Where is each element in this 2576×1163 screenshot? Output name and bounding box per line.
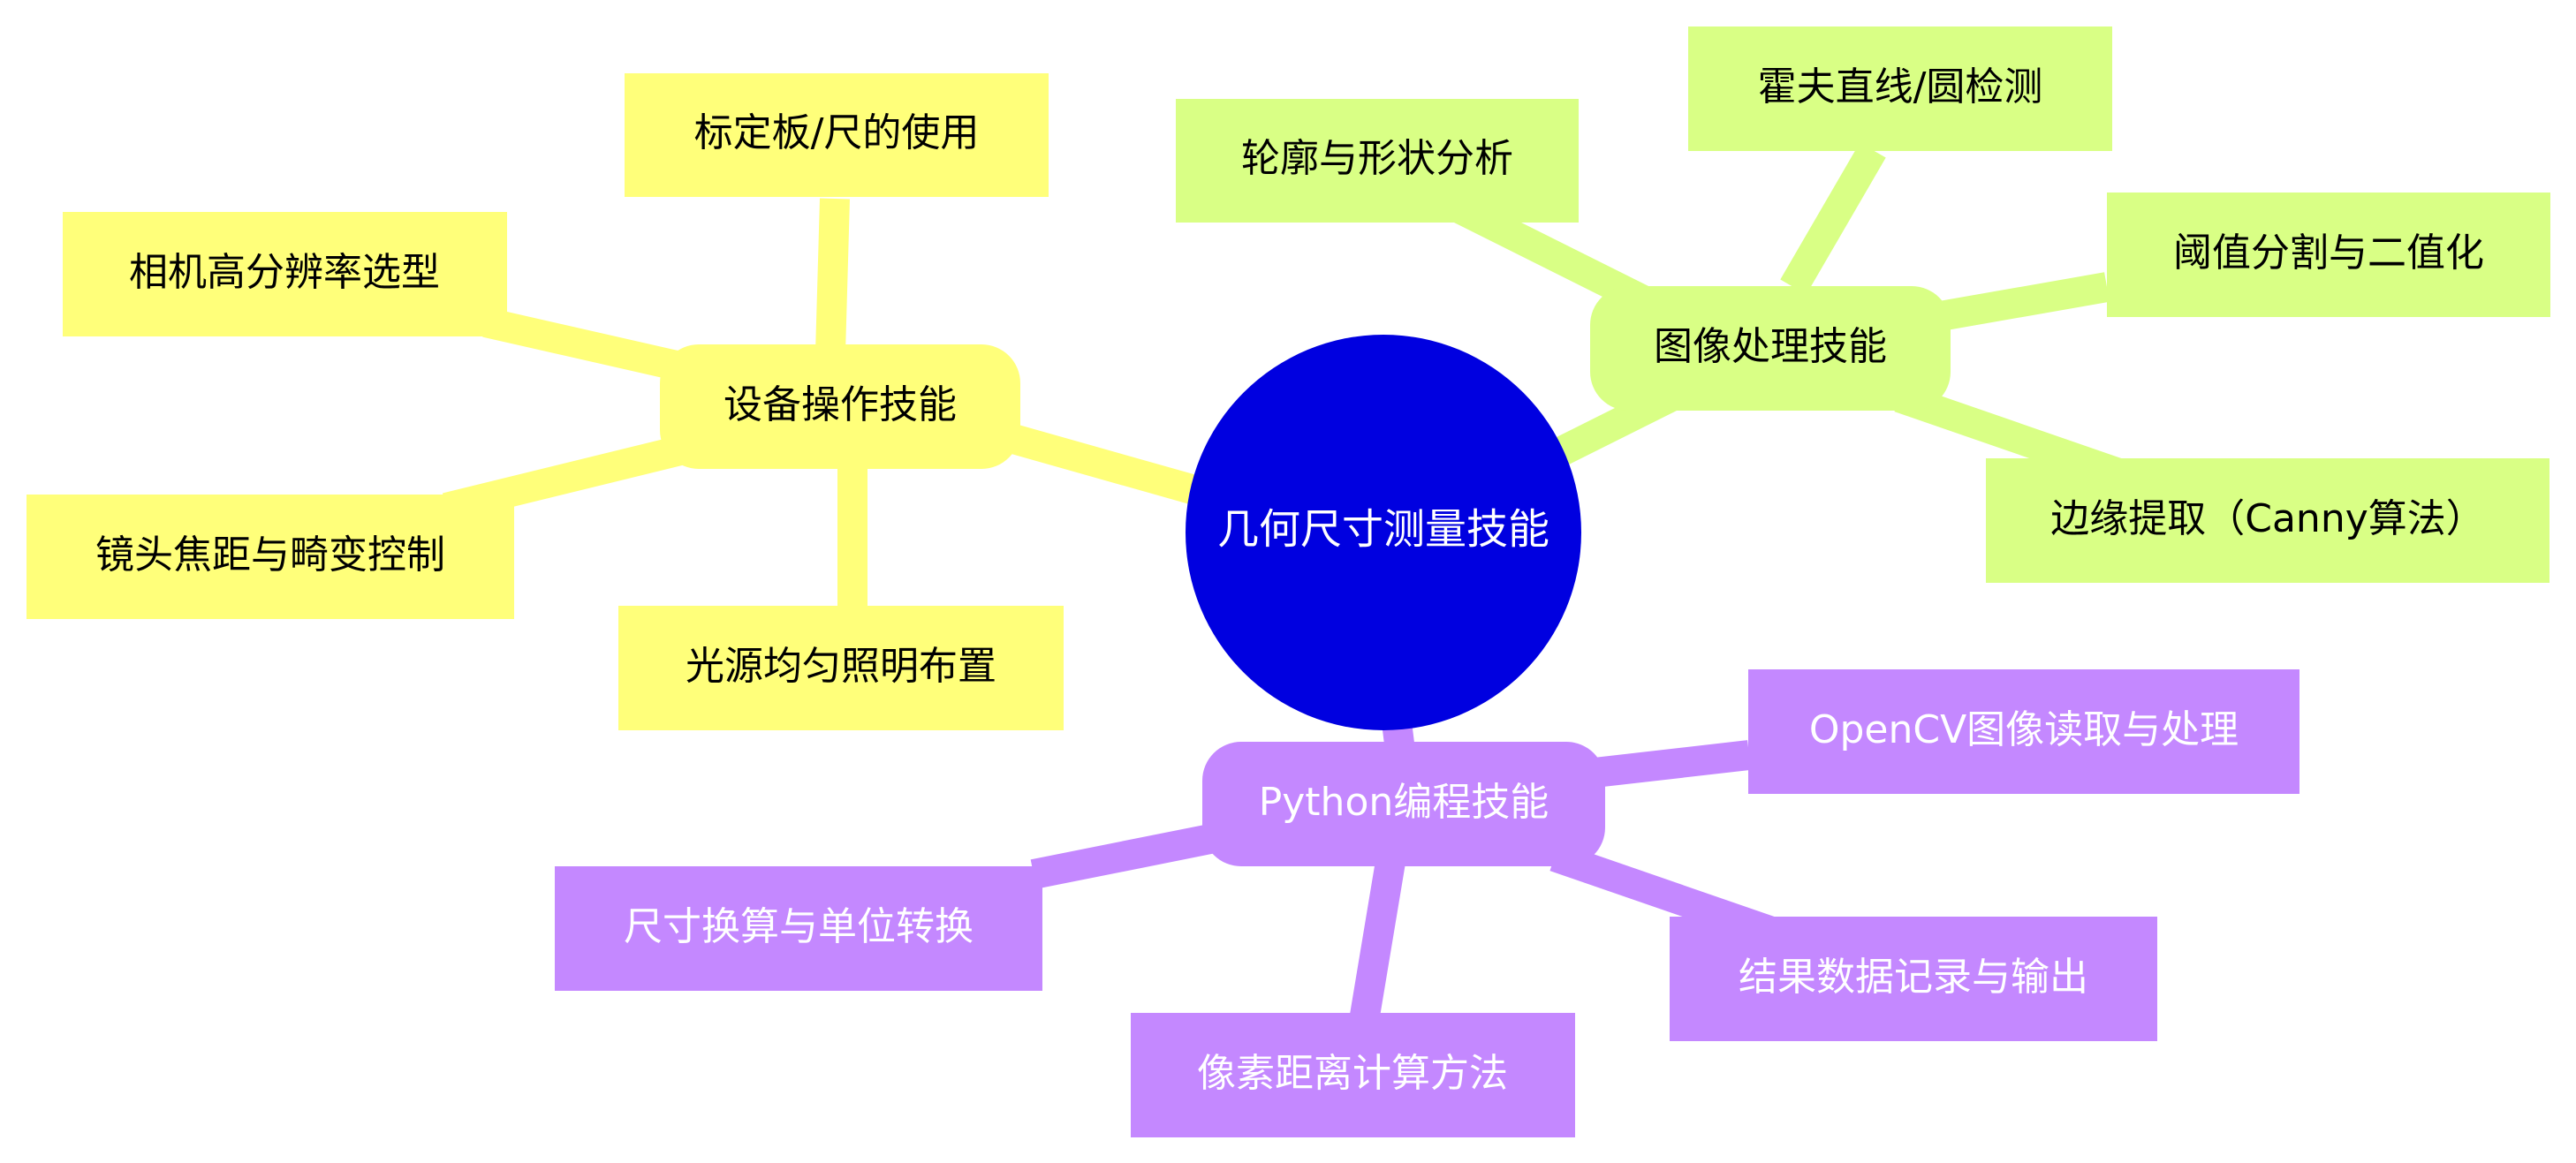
leaf-node-label: 尺寸换算与单位转换 bbox=[624, 904, 974, 949]
connector-image-leaf-3 bbox=[1928, 272, 2110, 333]
leaf-node-box bbox=[1688, 26, 2112, 151]
leaf-node-label: 相机高分辨率选型 bbox=[129, 250, 440, 295]
leaf-node-box bbox=[1986, 458, 2549, 583]
connector-equipment-leaf-2 bbox=[482, 307, 684, 381]
leaf-node: OpenCV图像读取与处理 bbox=[1748, 669, 2299, 794]
leaf-node-box bbox=[63, 212, 507, 336]
leaf-node-label: 像素距离计算方法 bbox=[1197, 1051, 1508, 1096]
leaf-node: 轮廓与形状分析 bbox=[1176, 99, 1579, 223]
branch-node-label: Python编程技能 bbox=[1259, 780, 1549, 825]
leaf-node-label: 镜头焦距与畸变控制 bbox=[95, 532, 445, 578]
leaf-node-label: 标定板/尺的使用 bbox=[694, 110, 980, 155]
leaf-node-box bbox=[1748, 669, 2299, 794]
branch-node-box bbox=[660, 344, 1020, 469]
leaf-node-box bbox=[27, 495, 514, 619]
leaf-node-label: 光源均匀照明布置 bbox=[686, 644, 996, 689]
leaf-node-label: 边缘提取（Canny算法） bbox=[2050, 496, 2485, 541]
leaf-nodes: 标定板/尺的使用 相机高分辨率选型 镜头焦距与畸变控制 光源均匀照明布置 轮廓与… bbox=[27, 26, 2550, 1137]
connector-equipment-center bbox=[992, 422, 1225, 510]
leaf-node: 结果数据记录与输出 bbox=[1670, 917, 2157, 1041]
leaf-node: 相机高分辨率选型 bbox=[63, 212, 507, 336]
leaf-node-label: 阈值分割与二值化 bbox=[2173, 230, 2484, 276]
center-node-circle bbox=[1186, 335, 1581, 730]
connector-python-leaf-1 bbox=[1593, 740, 1751, 788]
leaf-node-box bbox=[555, 866, 1042, 991]
leaf-node-box bbox=[2107, 193, 2550, 317]
branch-node-equipment: 设备操作技能 bbox=[660, 344, 1020, 469]
branch-node-box bbox=[1590, 286, 1951, 411]
leaf-node: 标定板/尺的使用 bbox=[625, 73, 1049, 197]
connector-python-leaf-3 bbox=[1350, 854, 1406, 1018]
center-node: 几何尺寸测量技能 bbox=[1186, 335, 1581, 730]
branch-node-label: 图像处理技能 bbox=[1654, 324, 1887, 369]
center-node-label: 几何尺寸测量技能 bbox=[1217, 506, 1549, 555]
branch-node-label: 设备操作技能 bbox=[724, 382, 957, 427]
branch-node-image: 图像处理技能 bbox=[1590, 286, 1951, 411]
connector-equipment-leaf-1 bbox=[815, 198, 850, 354]
connector-python-leaf-2 bbox=[1030, 824, 1214, 889]
leaf-node: 霍夫直线/圆检测 bbox=[1688, 26, 2112, 151]
leaf-node-label: 轮廓与形状分析 bbox=[1241, 136, 1513, 181]
leaf-node-box bbox=[1131, 1013, 1575, 1137]
connector-image-leaf-2 bbox=[1780, 142, 1886, 295]
leaf-node: 边缘提取（Canny算法） bbox=[1986, 458, 2549, 583]
leaf-node-box bbox=[1176, 99, 1579, 223]
leaf-node-box bbox=[618, 606, 1064, 730]
leaf-node-box bbox=[1670, 917, 2157, 1041]
leaf-node-label: OpenCV图像读取与处理 bbox=[1809, 707, 2239, 752]
leaf-node: 镜头焦距与畸变控制 bbox=[27, 495, 514, 619]
leaf-node: 像素距离计算方法 bbox=[1131, 1013, 1575, 1137]
leaf-node-label: 霍夫直线/圆检测 bbox=[1758, 64, 2043, 110]
leaf-node: 尺寸换算与单位转换 bbox=[555, 866, 1042, 991]
branch-nodes: 设备操作技能 图像处理技能 Python编程技能 bbox=[660, 286, 1951, 866]
branch-node-python: Python编程技能 bbox=[1202, 742, 1605, 866]
leaf-node: 光源均匀照明布置 bbox=[618, 606, 1064, 730]
leaf-node-label: 结果数据记录与输出 bbox=[1739, 955, 2088, 1000]
leaf-node: 阈值分割与二值化 bbox=[2107, 193, 2550, 317]
leaf-node-box bbox=[625, 73, 1049, 197]
branch-node-box bbox=[1202, 742, 1605, 866]
